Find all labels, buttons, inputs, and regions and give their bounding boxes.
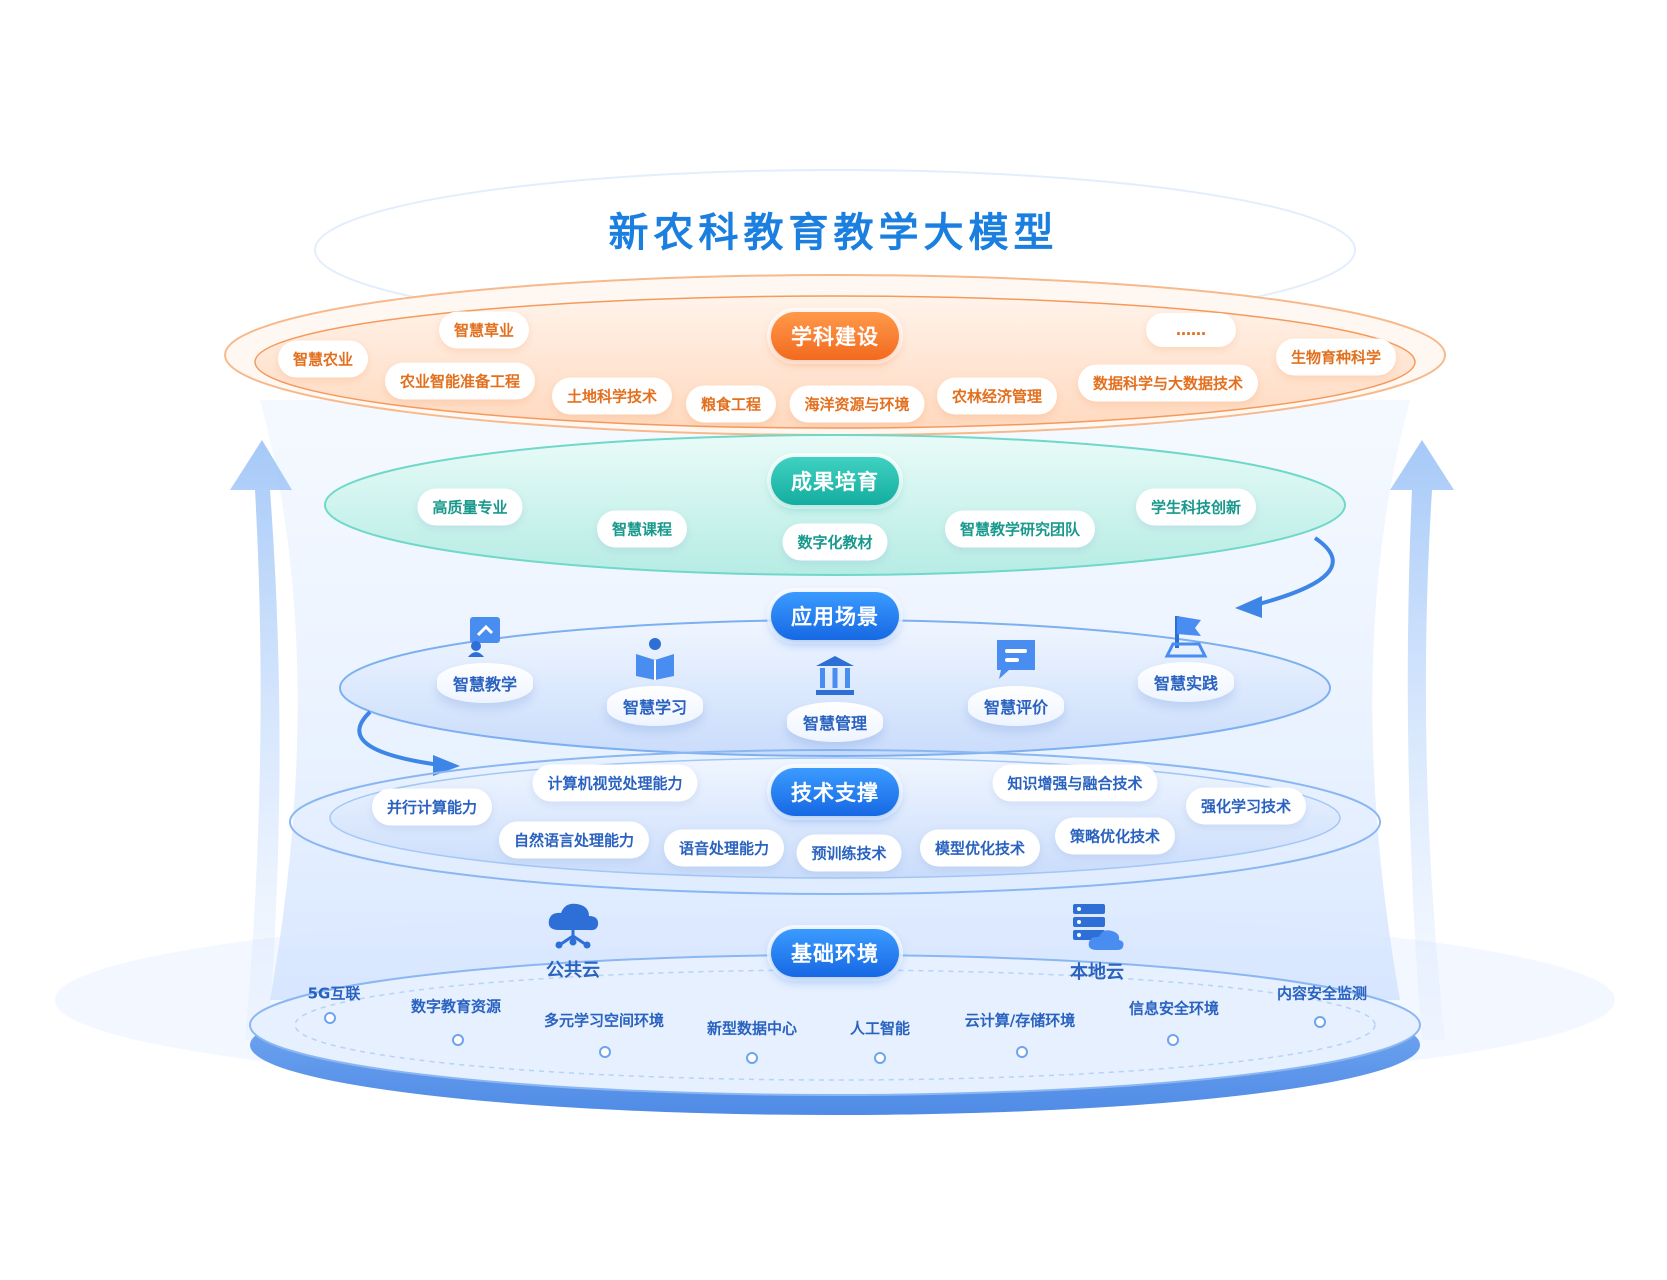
management-icon — [815, 656, 854, 695]
discipline-item: 智慧草业 — [438, 311, 530, 349]
infrastructure-item: 云计算/存储环境 — [964, 1011, 1076, 1030]
achievement-item: 学生科技创新 — [1135, 488, 1257, 526]
base-dashed-ring — [294, 969, 1376, 1081]
app-label: 智慧实践 — [1137, 662, 1235, 702]
page-title: 新农科教育教学大模型 — [608, 210, 1059, 256]
left-up-arrow — [230, 440, 292, 1040]
discipline-item: 农业智能准备工程 — [384, 362, 536, 400]
app-management: 智慧管理 — [786, 652, 884, 742]
app-label: 智慧学习 — [606, 686, 704, 726]
technology-item: 并行计算能力 — [371, 788, 493, 826]
arrow-head-right — [1235, 596, 1262, 618]
discipline-item: 生物育种科学 — [1275, 338, 1397, 376]
infrastructure-item: 新型数据中心 — [706, 1019, 798, 1038]
technology-heading: 技术支撑 — [771, 768, 899, 816]
app-practice: 智慧实践 — [1137, 612, 1235, 702]
discipline-item: 农林经济管理 — [936, 377, 1058, 415]
practice-icon — [1164, 616, 1208, 658]
infrastructure-item: 信息安全环境 — [1128, 999, 1220, 1018]
infrastructure-item: 人工智能 — [849, 1019, 911, 1038]
app-label: 智慧教学 — [436, 663, 534, 703]
arrow-curve-left — [357, 710, 441, 767]
right-up-arrow — [1390, 440, 1454, 1040]
technology-item: 策略优化技术 — [1054, 817, 1176, 855]
public-cloud-label: 公共云 — [546, 960, 600, 981]
technology-item: 自然语言处理能力 — [498, 821, 650, 859]
evaluation-icon — [996, 640, 1035, 679]
achievement-item: 智慧课程 — [596, 510, 688, 548]
app-learning: 智慧学习 — [606, 636, 704, 726]
infrastructure-item: 内容安全监测 — [1276, 984, 1368, 1003]
arrow-head-left — [433, 755, 460, 776]
base-dots — [324, 1012, 1326, 1064]
achievement-heading: 成果培育 — [771, 457, 899, 505]
discipline-item: 智慧农业 — [277, 340, 369, 378]
technology-item: 计算机视觉处理能力 — [532, 764, 698, 802]
achievement-item: 智慧教学研究团队 — [944, 510, 1096, 548]
technology-item: 模型优化技术 — [919, 829, 1041, 867]
local-cloud: 本地云 — [1069, 902, 1125, 984]
discipline-item: 土地科学技术 — [551, 377, 673, 415]
arrow-curve-right — [1254, 536, 1335, 607]
discipline-item: 粮食工程 — [685, 385, 777, 423]
achievement-item: 数字化教材 — [782, 523, 888, 561]
discipline-item: 海洋资源与环境 — [789, 385, 925, 423]
infrastructure-item: 数字教育资源 — [410, 997, 502, 1016]
learning-icon — [635, 638, 674, 680]
application-heading: 应用场景 — [771, 592, 899, 640]
app-label: 智慧评价 — [967, 686, 1065, 726]
teaching-icon — [467, 617, 500, 657]
infrastructure-item: 多元学习空间环境 — [543, 1011, 665, 1030]
discipline-item: 数据科学与大数据技术 — [1077, 364, 1259, 402]
app-teaching: 智慧教学 — [436, 613, 534, 703]
discipline-item-more: …… — [1146, 313, 1236, 347]
technology-item: 语音处理能力 — [663, 829, 785, 867]
discipline-heading: 学科建设 — [771, 312, 899, 360]
technology-item: 强化学习技术 — [1185, 787, 1307, 825]
app-label: 智慧管理 — [786, 702, 884, 742]
technology-item: 知识增强与融合技术 — [992, 764, 1158, 802]
infrastructure-item: 5G互联 — [307, 984, 361, 1003]
infrastructure-heading: 基础环境 — [771, 929, 899, 977]
app-evaluation: 智慧评价 — [967, 636, 1065, 726]
public-cloud: 公共云 — [545, 900, 601, 982]
technology-ring-outer — [289, 749, 1381, 895]
technology-item: 预训练技术 — [796, 834, 902, 872]
local-cloud-label: 本地云 — [1070, 962, 1124, 983]
server-cloud-icon — [1073, 904, 1124, 950]
achievement-item: 高质量专业 — [417, 488, 523, 526]
cloud-network-icon — [548, 903, 599, 949]
